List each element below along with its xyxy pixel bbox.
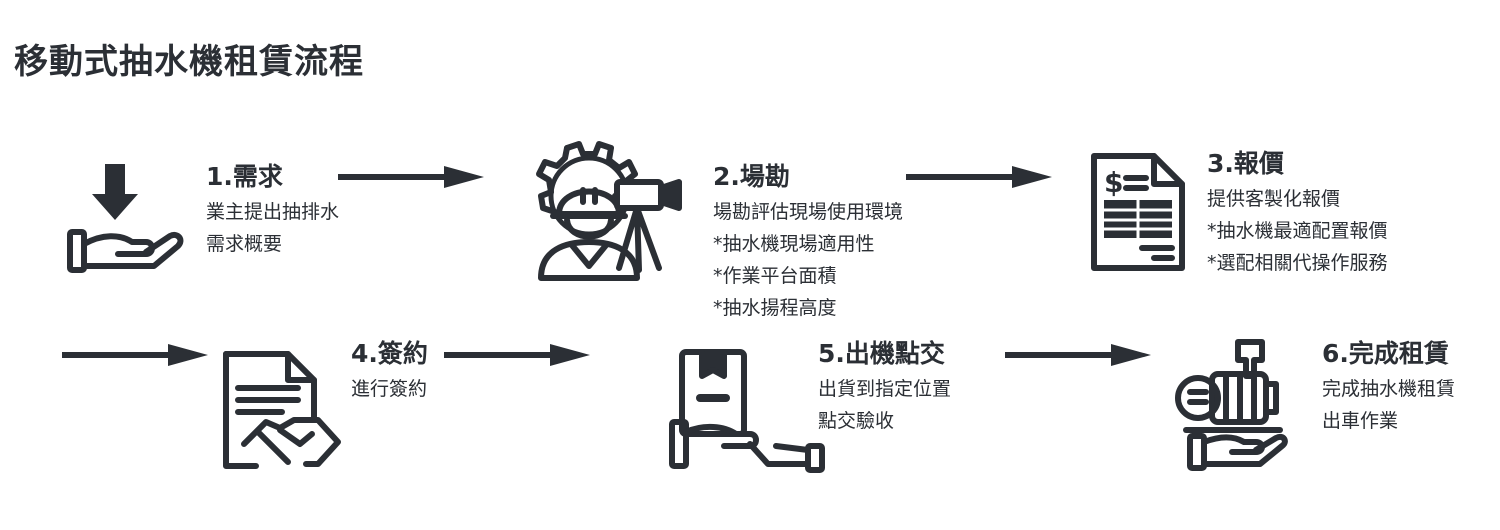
step-3-text: 3.報價 提供客製化報價 *抽水機最適配置報價 *選配相關代操作服務 xyxy=(1207,148,1388,279)
flow-arrow xyxy=(906,166,1054,188)
hand-download-icon xyxy=(62,160,187,275)
step-1-line: 業主提出抽排水 xyxy=(206,201,340,223)
step-5-line: 點交驗收 xyxy=(818,410,895,432)
step-2-text: 2.場勘 場勘評估現場使用環境 *抽水機現場適用性 *作業平台面積 *抽水揚程高… xyxy=(713,161,903,324)
step-3-line: *抽水機最適配置報價 xyxy=(1207,220,1388,242)
step-4-title: 4.簽約 xyxy=(351,339,428,368)
invoice-icon: $ xyxy=(1088,150,1188,274)
contract-handshake-icon xyxy=(222,348,342,472)
step-2-title: 2.場勘 xyxy=(713,162,790,191)
flow-arrow xyxy=(1005,344,1153,366)
step-1-text: 1.需求 業主提出抽排水 需求概要 xyxy=(206,161,339,260)
step-3-title: 3.報價 xyxy=(1207,149,1284,178)
hand-pump-icon xyxy=(1175,336,1296,472)
engineer-survey-icon xyxy=(525,138,690,283)
step-4-line: 進行簽約 xyxy=(351,378,428,400)
step-3-line: 提供客製化報價 xyxy=(1207,188,1341,210)
page-title: 移動式抽水機租賃流程 xyxy=(14,42,364,82)
step-6-line: 完成抽水機租賃 xyxy=(1322,378,1456,400)
flow-arrow xyxy=(444,344,592,366)
hand-package-icon xyxy=(668,346,833,474)
step-1-title: 1.需求 xyxy=(206,162,283,191)
step-5-title: 5.出機點交 xyxy=(818,339,945,368)
step-6-text: 6.完成租賃 完成抽水機租賃 出車作業 xyxy=(1322,338,1455,437)
svg-text:$: $ xyxy=(1104,166,1123,199)
step-6-title: 6.完成租賃 xyxy=(1322,339,1449,368)
step-5-text: 5.出機點交 出貨到指定位置 點交驗收 xyxy=(818,338,951,437)
step-2-line: *作業平台面積 xyxy=(713,265,837,287)
step-2-line: 場勘評估現場使用環境 xyxy=(713,201,904,223)
step-3-line: *選配相關代操作服務 xyxy=(1207,252,1388,274)
step-1-line: 需求概要 xyxy=(206,233,283,255)
step-2-line: *抽水機現場適用性 xyxy=(713,233,875,255)
step-5-line: 出貨到指定位置 xyxy=(818,378,952,400)
flow-arrow xyxy=(338,166,486,188)
step-6-line: 出車作業 xyxy=(1322,410,1399,432)
flow-arrow xyxy=(62,344,210,366)
step-4-text: 4.簽約 進行簽約 xyxy=(351,338,428,405)
step-2-line: *抽水揚程高度 xyxy=(713,297,837,319)
